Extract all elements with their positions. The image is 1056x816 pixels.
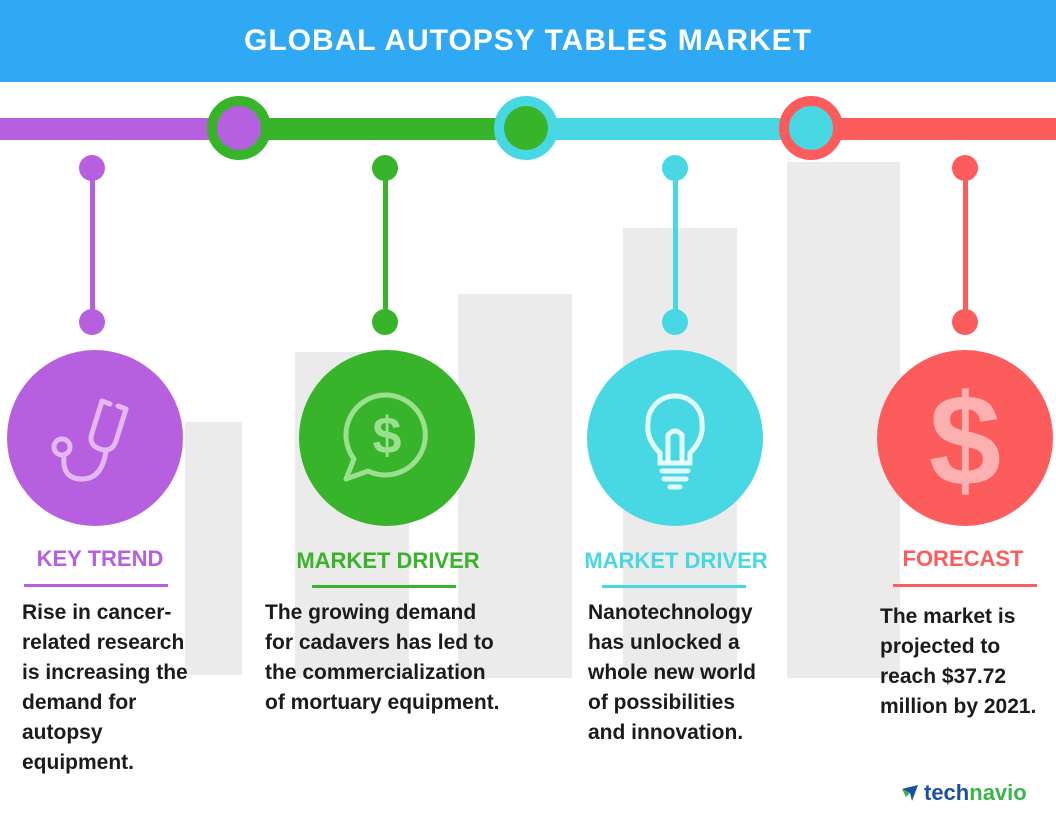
- heading-underline: [602, 585, 746, 588]
- connector-line: [90, 168, 95, 322]
- connector-line: [673, 168, 678, 322]
- connector-line: [383, 168, 388, 322]
- bg-bar: [185, 422, 242, 675]
- bg-bar: [458, 294, 572, 678]
- dollar-icon: $: [929, 373, 1001, 503]
- section-text: The market is projected to reach $37.72 …: [880, 605, 1037, 718]
- timeline-segment-cyan: [527, 118, 812, 140]
- header-banner: GLOBAL AUTOPSY TABLES MARKET: [0, 0, 1056, 82]
- section-text: Nanotechnology has unlocked a whole new …: [588, 601, 757, 744]
- section-text: The growing demand for cadavers has led …: [265, 601, 500, 714]
- heading-underline: [24, 584, 168, 587]
- dollar-speech-bubble-icon: $: [343, 392, 428, 482]
- icon-circle: $: [299, 350, 475, 526]
- icon-circle: $: [877, 350, 1053, 526]
- timeline-node: [207, 96, 271, 160]
- connector-dot: [952, 309, 978, 335]
- technavio-logo: technavio: [900, 780, 1027, 806]
- icon-circle: [587, 350, 763, 526]
- section-heading: KEY TREND: [36, 546, 164, 571]
- heading-underline: [312, 585, 456, 588]
- logo-arrow-icon: [902, 785, 918, 801]
- timeline-segment-green: [240, 118, 527, 140]
- logo-text-tech: tech: [924, 780, 970, 805]
- lightbulb-icon: [645, 393, 705, 490]
- timeline-node: [494, 96, 558, 160]
- timeline-segment-red: [812, 118, 1056, 140]
- stethoscope-icon: [51, 398, 129, 482]
- page-title: GLOBAL AUTOPSY TABLES MARKET: [243, 24, 813, 57]
- connector-dot: [79, 309, 105, 335]
- section-heading: FORECAST: [902, 546, 1024, 571]
- timeline-segment-purple: [0, 118, 240, 140]
- svg-text:$: $: [929, 373, 1001, 503]
- timeline-node: [779, 96, 843, 160]
- section-text: Rise in cancer- related research is incr…: [22, 601, 188, 774]
- logo-text-navio: navio: [969, 780, 1027, 805]
- section-heading: MARKET DRIVER: [296, 548, 480, 573]
- connector-dot: [372, 309, 398, 335]
- connector-dot: [662, 309, 688, 335]
- svg-text:$: $: [373, 407, 402, 465]
- icon-circle: [7, 350, 183, 526]
- heading-underline: [893, 584, 1037, 587]
- connector-line: [963, 168, 968, 322]
- section-heading: MARKET DRIVER: [584, 548, 768, 573]
